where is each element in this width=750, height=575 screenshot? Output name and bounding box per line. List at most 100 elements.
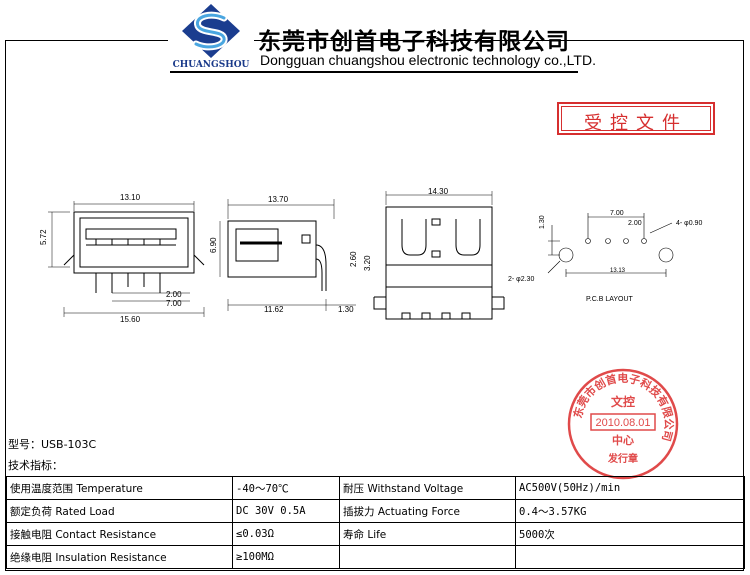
table-row: 使用温度范围 Temperature -40～70℃ 耐压 Withstand … — [6, 476, 745, 500]
spec-label: 寿命 Life — [339, 522, 516, 546]
title-block: CHUANGSHOU 东莞市创首电子科技有限公司 Dongguan chuang… — [0, 0, 750, 80]
pcb-pin-hole-2 — [605, 238, 611, 244]
pcb-pin-hole-3 — [623, 238, 629, 244]
rear-springs — [401, 219, 481, 256]
front-inner — [79, 217, 189, 268]
pcb-mount-hole-right — [658, 247, 674, 263]
controlled-document-label: 受控文件 — [584, 113, 688, 134]
pcb-dim-b: 7.00 — [610, 210, 624, 217]
side-latch — [301, 234, 311, 244]
rear-pin-2 — [421, 312, 431, 320]
dim-line-bottom — [63, 307, 205, 317]
pcb-dim-a: 1.30 — [539, 215, 546, 229]
dim-line-height — [48, 211, 70, 268]
front-tongue — [85, 228, 177, 240]
front-width-top: 13.10 — [120, 193, 141, 202]
front-tabs — [63, 254, 205, 266]
side-length: 13.70 — [268, 195, 289, 204]
approval-stamp: 东莞市创首电子科技有限公司 文控 2010.08.01 中心 发行章 — [567, 368, 679, 480]
rear-slot-bottom — [431, 250, 441, 258]
pcb-hole-a: 4- φ0.90 — [676, 220, 702, 227]
rear-width: 14.30 — [428, 187, 449, 196]
side-dim-a: 2.60 — [349, 251, 358, 267]
spec-label: 绝缘电阻 Insulation Resistance — [6, 545, 233, 569]
header-rule — [170, 71, 578, 73]
rear-pin-1 — [401, 312, 411, 320]
spec-label: 耐压 Withstand Voltage — [339, 476, 516, 500]
pcb-dim-pitch — [587, 213, 645, 239]
logo-text: CHUANGSHOU — [172, 60, 250, 70]
pcb-caption: P.C.B LAYOUT — [586, 296, 634, 303]
front-width-bottom: 15.60 — [120, 315, 141, 324]
stamp-date: 2010.08.01 — [595, 417, 650, 429]
spec-value: 0.4～3.57KG — [515, 499, 745, 523]
rear-divider — [386, 264, 492, 288]
company-name-en: Dongguan chuangshou electronic technolog… — [260, 52, 596, 68]
company-name-cn: 东莞市创首电子科技有限公司 — [258, 29, 570, 55]
pcb-layout — [547, 213, 674, 277]
pcb-span: 13.13 — [610, 268, 626, 274]
spec-value: ≥100MΩ — [232, 545, 340, 569]
spec-value: AC500V(50Hz)/min — [515, 476, 745, 500]
front-view — [48, 201, 205, 317]
spec-table: 使用温度范围 Temperature -40～70℃ 耐压 Withstand … — [6, 476, 745, 569]
stamp-bottom: 发行章 — [607, 452, 638, 465]
rear-tabs — [373, 296, 505, 310]
controlled-document-box: 受控文件 — [557, 102, 715, 135]
pcb-hole-b: 2- φ2.30 — [508, 276, 534, 283]
spec-label: 插拔力 Actuating Force — [339, 499, 516, 523]
controlled-inner-border — [561, 106, 711, 131]
pcb-pin-hole-1 — [585, 238, 591, 244]
front-dim-a: 2.00 — [166, 290, 182, 299]
pcb-leaders — [547, 222, 673, 274]
rear-dim-top — [385, 191, 493, 205]
pcb-dim-offset — [548, 225, 560, 256]
rear-view — [373, 191, 505, 320]
spec-value — [515, 545, 745, 569]
side-body — [227, 220, 317, 278]
spec-value: ≤0.03Ω — [232, 522, 340, 546]
spec-label — [339, 545, 516, 569]
pcb-pin-hole-4 — [641, 238, 647, 244]
stamp-date-box — [590, 413, 656, 431]
front-pins — [95, 273, 161, 293]
stamp-middle: 中心 — [612, 433, 634, 447]
side-dim-top — [227, 199, 335, 219]
side-opening — [235, 228, 279, 262]
side-dim-b: 3.20 — [363, 255, 372, 271]
spec-label: 接触电阻 Contact Resistance — [6, 522, 233, 546]
technical-drawing: 13.10 5.72 2.00 7.00 15.60 13.70 6.90 2.… — [39, 187, 702, 324]
side-leg — [315, 244, 327, 291]
company-logo: CHUANGSHOU — [168, 2, 254, 72]
front-dim-b: 7.00 — [166, 299, 182, 308]
side-bottom-a: 11.62 — [264, 305, 284, 314]
table-row: 接触电阻 Contact Resistance ≤0.03Ω 寿命 Life 5… — [6, 522, 745, 546]
dim-line-pins — [112, 292, 190, 302]
front-height: 5.72 — [39, 229, 48, 245]
spec-value: 5000次 — [515, 522, 745, 546]
rear-body — [385, 206, 493, 320]
dim-line-top — [73, 201, 195, 211]
front-body — [73, 211, 195, 274]
spec-heading: 技术指标： — [8, 459, 63, 472]
table-row: 额定负荷 Rated Load DC 30V 0.5A 插拔力 Actuatin… — [6, 499, 745, 523]
side-height: 6.90 — [209, 237, 218, 253]
spec-value: DC 30V 0.5A — [232, 499, 340, 523]
pcb-dim-span — [565, 269, 667, 277]
drawing-frame — [5, 40, 744, 571]
model-number: 型号：USB-103C — [8, 438, 97, 451]
stamp-top: 文控 — [611, 394, 635, 409]
logo-icon — [182, 4, 240, 58]
pcb-dim-c: 2.00 — [628, 220, 642, 227]
front-contacts — [86, 239, 176, 246]
side-dim-bottom — [227, 299, 356, 311]
pcb-mount-hole-left — [558, 247, 574, 263]
spec-label: 使用温度范围 Temperature — [6, 476, 233, 500]
spec-label: 额定负荷 Rated Load — [6, 499, 233, 523]
spec-value: -40～70℃ — [232, 476, 340, 500]
rear-slot-top — [431, 218, 441, 226]
rear-pin-3 — [441, 312, 451, 320]
rear-pin-4 — [461, 312, 471, 320]
side-bottom-b: 1.30 — [338, 305, 354, 314]
side-view — [219, 199, 356, 311]
